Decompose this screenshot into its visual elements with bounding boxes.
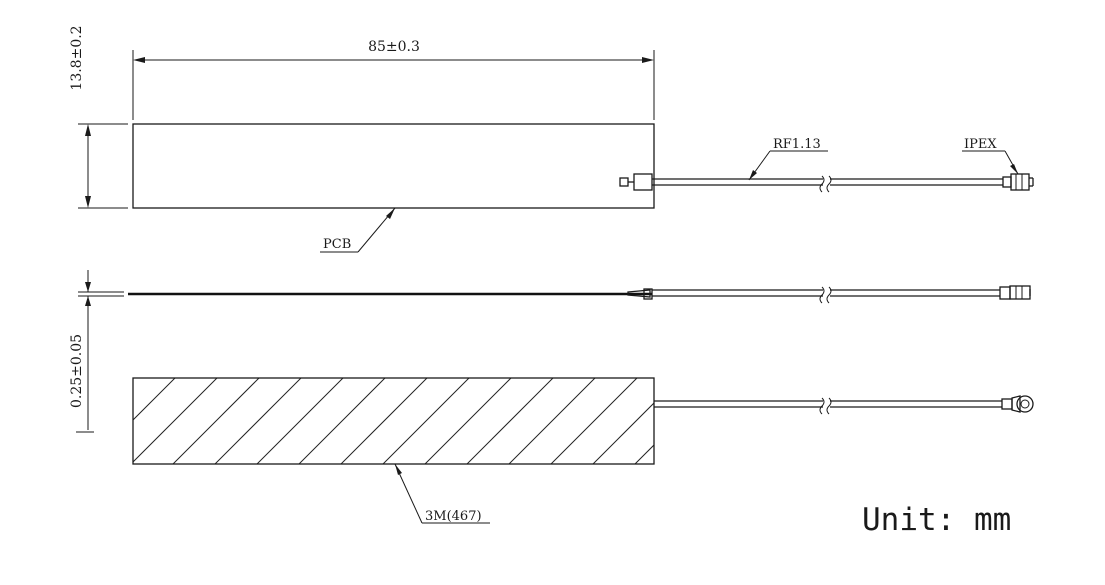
feed-tip-side: [627, 288, 653, 300]
length-dimension-text: 85±0.3: [368, 39, 420, 55]
pcb-outline: [132, 123, 655, 209]
width-dimension-text: 13.8±0.2: [69, 25, 85, 90]
cable-bottom: [654, 397, 1002, 415]
ipex-connector-top: [1002, 173, 1034, 191]
adhesive-hatching: [133, 378, 654, 464]
thickness-dimension-text: 0.25±0.05: [69, 334, 85, 408]
top-view: 85±0.3 13.8±0.2: [69, 25, 1034, 253]
adhesive-label: 3M(467): [425, 509, 482, 524]
adhesive-outline: [132, 377, 655, 465]
pcb-leader: PCB: [320, 207, 396, 253]
pcb-label: PCB: [323, 237, 351, 252]
cable-leader: RF1.13: [748, 137, 828, 181]
adhesive-leader: 3M(467): [394, 463, 490, 524]
cable-side: [652, 286, 1000, 304]
ipex-connector-side: [999, 285, 1031, 300]
ipex-connector-bottom: [1001, 395, 1034, 413]
side-view: 0.25±0.05: [69, 270, 1031, 433]
bottom-view: 3M(467): [132, 377, 1034, 524]
thickness-dimension: 0.25±0.05: [69, 270, 124, 433]
feed-point: [619, 173, 653, 191]
unit-note: Unit: mm: [862, 502, 1011, 538]
width-dimension: 13.8±0.2: [69, 25, 128, 209]
length-dimension: 85±0.3: [132, 39, 655, 120]
cable-label: RF1.13: [773, 137, 821, 152]
cable-top: [652, 175, 1003, 193]
connector-leader: IPEX: [962, 137, 1019, 175]
connector-label: IPEX: [964, 137, 997, 152]
